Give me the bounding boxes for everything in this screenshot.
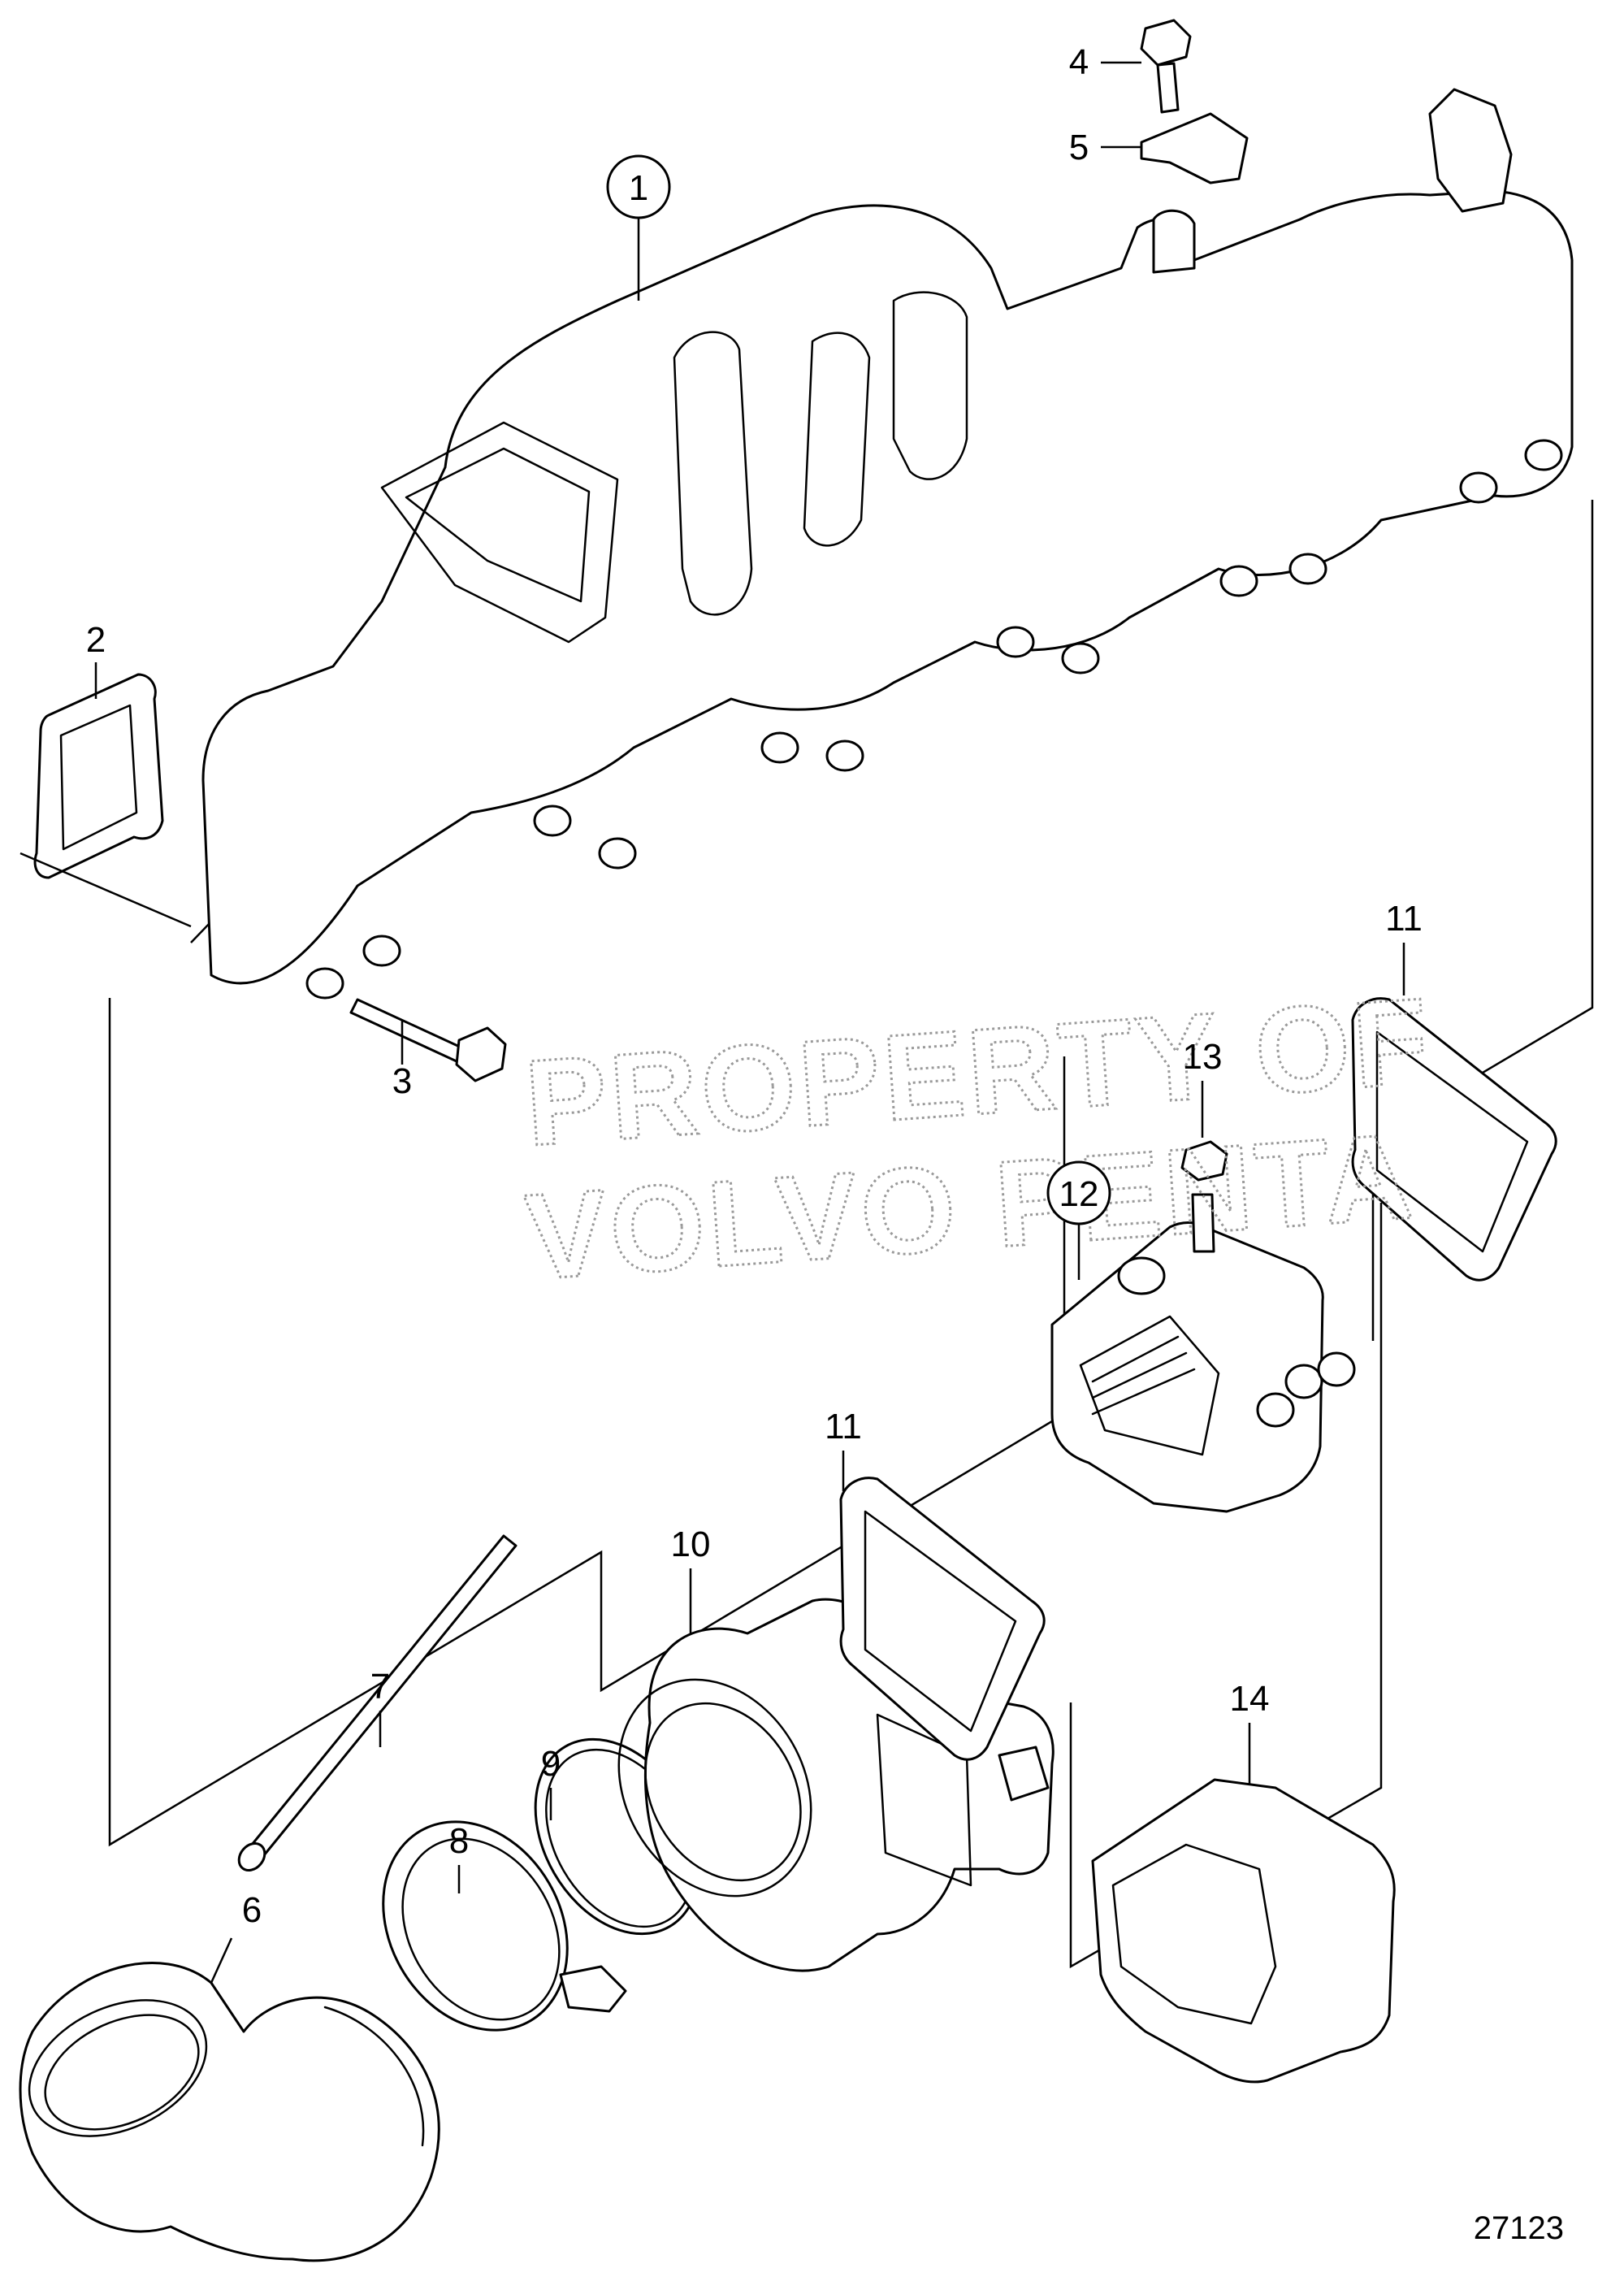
callout-label-10: 10 [671, 1525, 711, 1564]
callout-label-11-upper: 11 [1385, 899, 1423, 939]
callout-label-9: 9 [541, 1744, 561, 1784]
gasket-part-2 [19, 673, 192, 928]
callout-label-14: 14 [1230, 1679, 1270, 1719]
intake-manifold-part [201, 88, 1574, 1000]
bolt-part-4 [1140, 19, 1192, 114]
insulation-sleeve-part-14 [1091, 1778, 1396, 2084]
callout-label-3: 3 [392, 1061, 412, 1101]
throttle-body-part-10 [617, 1598, 1055, 1972]
callout-label-6: 6 [242, 1890, 262, 1930]
callout-label-4: 4 [1069, 42, 1089, 82]
long-bolt-part-7 [237, 1534, 518, 1871]
bracket-part-5 [1140, 112, 1249, 184]
callouts: 1 2 3 4 5 6 7 8 9 10 11 11 12 13 14 [86, 42, 1423, 1984]
callout-label-13: 13 [1183, 1037, 1223, 1077]
callout-label-2: 2 [86, 620, 106, 660]
gasket-part-11-lower [839, 1477, 1046, 1761]
callout-label-12: 12 [1059, 1174, 1099, 1214]
manifold-runners [305, 439, 1563, 1000]
bolt-part-3 [349, 998, 507, 1082]
callout-label-8: 8 [449, 1821, 469, 1861]
callout-label-1: 1 [629, 168, 648, 208]
callout-label-5: 5 [1069, 128, 1089, 167]
leader-6 [210, 1937, 233, 1984]
watermark: PROPERTY OF VOLVO PENTA [520, 970, 1436, 1306]
callout-label-7: 7 [370, 1667, 390, 1707]
nut-part-13 [1180, 1140, 1228, 1253]
callout-label-11-lower: 11 [825, 1407, 862, 1446]
drawing-reference-number: 27123 [1474, 2210, 1564, 2246]
heater-part-12 [1050, 1221, 1356, 1513]
gasket-part-11-upper [1351, 997, 1557, 1282]
elbow-pipe-part-6 [19, 1962, 440, 2262]
clamp-part-8 [382, 1820, 627, 2032]
